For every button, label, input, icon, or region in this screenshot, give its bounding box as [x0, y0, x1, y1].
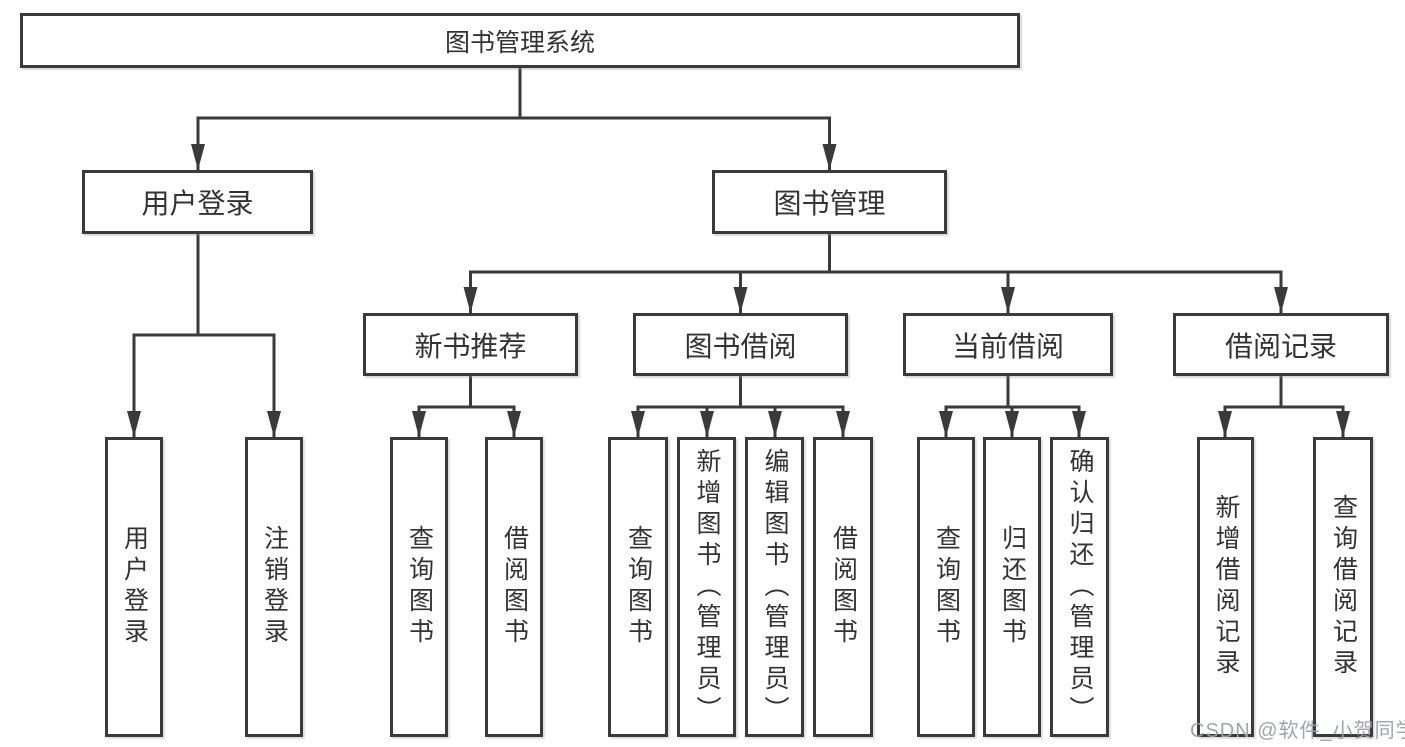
node-book-borrow: 图书借阅: [633, 313, 848, 376]
leaf-query-books-recommend: 查询图书: [390, 437, 448, 737]
leaf-logout-label: 注销登录: [260, 525, 289, 649]
node-user-login: 用户登录: [82, 170, 313, 234]
leaf-add-borrow-record: 新增借阅记录: [1197, 437, 1254, 737]
leaf-return-book: 归还图书: [983, 437, 1041, 737]
connector-current-borrow-leaves: [939, 376, 1086, 437]
leaf-add-book-admin: 新增图书（管理员）: [677, 437, 736, 737]
leaf-user-login: 用户登录: [105, 437, 163, 737]
leaf-query-books-current-label: 查询图书: [932, 525, 961, 649]
leaf-query-books-borrow: 查询图书: [608, 437, 668, 737]
leaf-confirm-return-admin: 确认归还（管理员）: [1050, 437, 1109, 737]
node-book-management: 图书管理: [712, 170, 947, 234]
connector-borrow-records-leaves: [1218, 376, 1350, 437]
leaf-edit-book-admin-label: 编辑图书（管理员）: [761, 447, 789, 727]
node-current-borrow: 当前借阅: [903, 313, 1113, 376]
leaf-return-book-label: 归还图书: [998, 525, 1027, 649]
leaf-borrow-books-label: 借阅图书: [829, 525, 858, 649]
leaf-query-books-current: 查询图书: [917, 437, 975, 737]
leaf-edit-book-admin: 编辑图书（管理员）: [745, 437, 804, 737]
leaf-borrow-books: 借阅图书: [813, 437, 873, 737]
leaf-logout: 注销登录: [245, 437, 303, 737]
csdn-watermark: CSDN @软件_小贺同学: [1190, 720, 1405, 742]
connector-new-book-recommend-leaves: [412, 376, 521, 437]
node-new-book-recommend: 新书推荐: [363, 313, 578, 376]
connector-user-login-leaves: [127, 234, 281, 437]
leaf-add-borrow-record-label: 新增借阅记录: [1212, 494, 1240, 680]
leaf-query-books-borrow-label: 查询图书: [624, 525, 653, 649]
leaf-query-borrow-record-label: 查询借阅记录: [1329, 494, 1358, 680]
node-borrow-records: 借阅记录: [1173, 313, 1389, 376]
connector-book-borrow-leaves: [631, 376, 850, 437]
leaf-query-books-recommend-label: 查询图书: [405, 525, 434, 649]
leaf-borrow-books-recommend: 借阅图书: [485, 437, 543, 737]
leaf-add-book-admin-label: 新增图书（管理员）: [693, 447, 721, 727]
leaf-user-login-label: 用户登录: [120, 525, 149, 649]
connector-root-to-level2: [191, 68, 837, 170]
connector-book-mgmt-to-level3: [463, 234, 1288, 313]
leaf-borrow-books-recommend-label: 借阅图书: [500, 525, 529, 649]
leaf-confirm-return-admin-label: 确认归还（管理员）: [1066, 447, 1094, 727]
leaf-query-borrow-record: 查询借阅记录: [1313, 437, 1373, 737]
node-library-management-system: 图书管理系统: [20, 13, 1020, 68]
